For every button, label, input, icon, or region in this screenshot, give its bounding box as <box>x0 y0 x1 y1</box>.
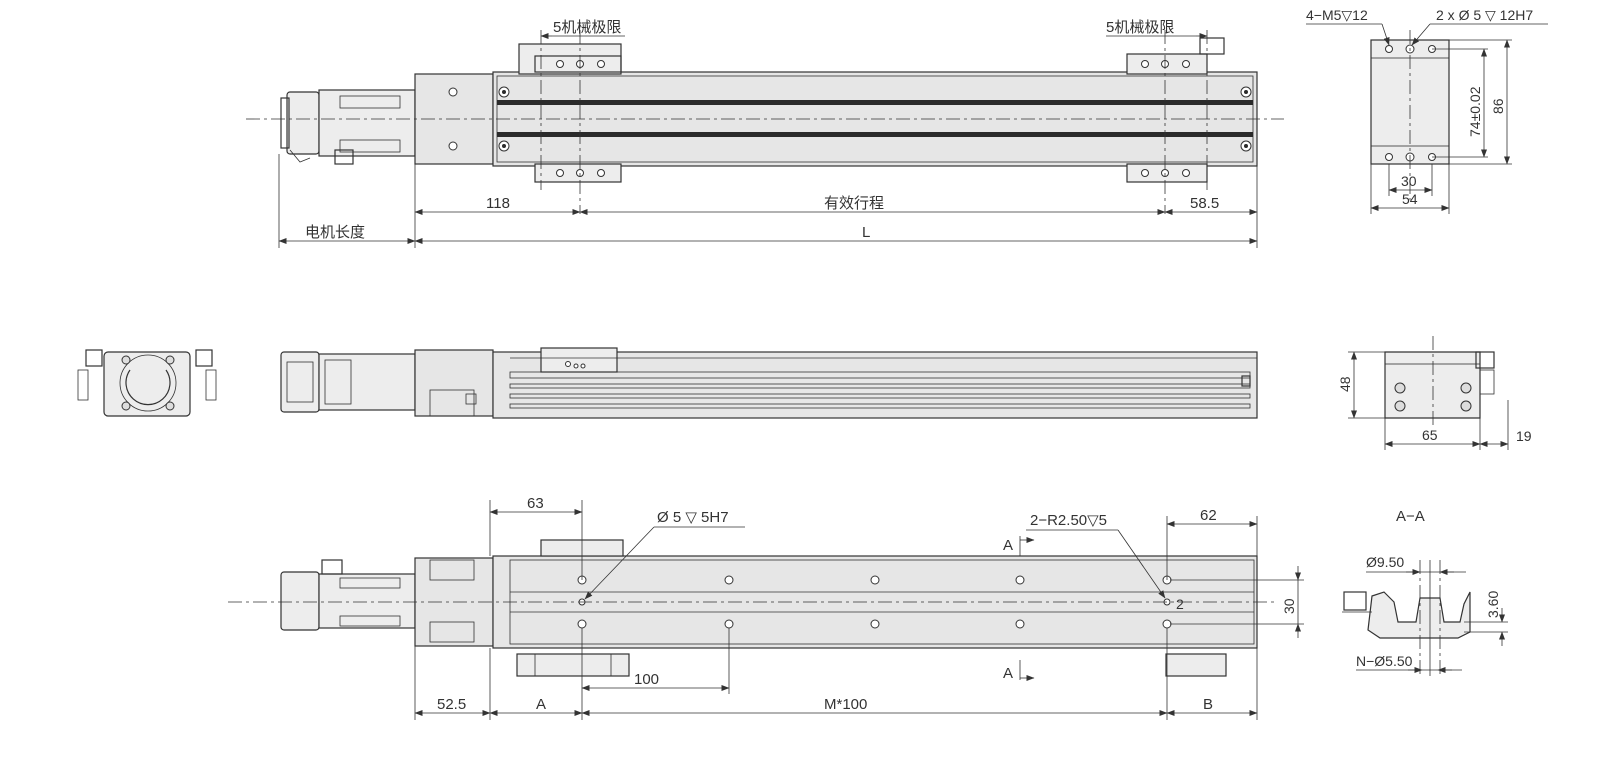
side-view <box>280 347 1258 419</box>
dim-M100: M*100 <box>824 696 867 713</box>
motor-end-view <box>77 349 217 417</box>
dim-62: 62 <box>1200 507 1217 524</box>
hole-spec-2x-phi5: 2 x Ø 5 ▽ 12H7 <box>1436 7 1533 23</box>
section-mark-bottom: A <box>1003 665 1013 682</box>
dim-19: 19 <box>1516 428 1532 444</box>
dim-30-top: 30 <box>1401 173 1417 189</box>
dim-phi-9-5: Ø9.50 <box>1366 554 1404 570</box>
dim-54: 54 <box>1402 191 1418 207</box>
bottom-view: A A 63 Ø 5 ▽ 5H7 2−R2.50▽5 2 62 30 <box>228 495 1304 720</box>
dim-L: L <box>862 224 870 241</box>
dim-74: 74±0.02 <box>1467 86 1483 137</box>
top-view: 5机械极限 5机械极限 118 有效行程 58.5 电机长度 L <box>246 19 1284 248</box>
dim-58-5: 58.5 <box>1190 195 1219 212</box>
dim-2: 2 <box>1176 596 1184 612</box>
motor-length-label: 电机长度 <box>305 224 365 241</box>
section-mark-top: A <box>1003 537 1013 554</box>
dim-48: 48 <box>1337 376 1353 392</box>
effective-stroke-label: 有效行程 <box>824 195 884 212</box>
hole-spec-4m5: 4−M5▽12 <box>1306 7 1368 23</box>
dim-n-phi-5-5: N−Ø5.50 <box>1356 653 1413 669</box>
slot-spec-label: 2−R2.50▽5 <box>1030 512 1107 529</box>
mech-limit-right-label: 5机械极限 <box>1106 19 1174 36</box>
dim-86: 86 <box>1490 98 1506 114</box>
dim-100: 100 <box>634 671 659 688</box>
dim-B: B <box>1203 696 1213 713</box>
section-a-a: A−A Ø9.50 3.60 N−Ø5.50 <box>1342 508 1508 676</box>
end-view-middle: 48 65 19 <box>1337 336 1532 450</box>
dim-3-60: 3.60 <box>1485 591 1501 618</box>
mech-limit-left-label: 5机械极限 <box>553 19 621 36</box>
hole-phi5-label: Ø 5 ▽ 5H7 <box>657 509 729 526</box>
dim-30-side: 30 <box>1281 598 1297 614</box>
dim-63: 63 <box>527 495 544 512</box>
end-view-top: 4−M5▽12 2 x Ø 5 ▽ 12H7 74±0.02 86 30 54 <box>1306 7 1548 214</box>
dim-65: 65 <box>1422 427 1438 443</box>
section-title: A−A <box>1396 508 1425 525</box>
dim-52-5: 52.5 <box>437 696 466 713</box>
dim-118: 118 <box>486 195 510 212</box>
top-motor <box>280 89 416 165</box>
top-carriage-left <box>518 43 622 183</box>
dim-A: A <box>536 696 546 713</box>
